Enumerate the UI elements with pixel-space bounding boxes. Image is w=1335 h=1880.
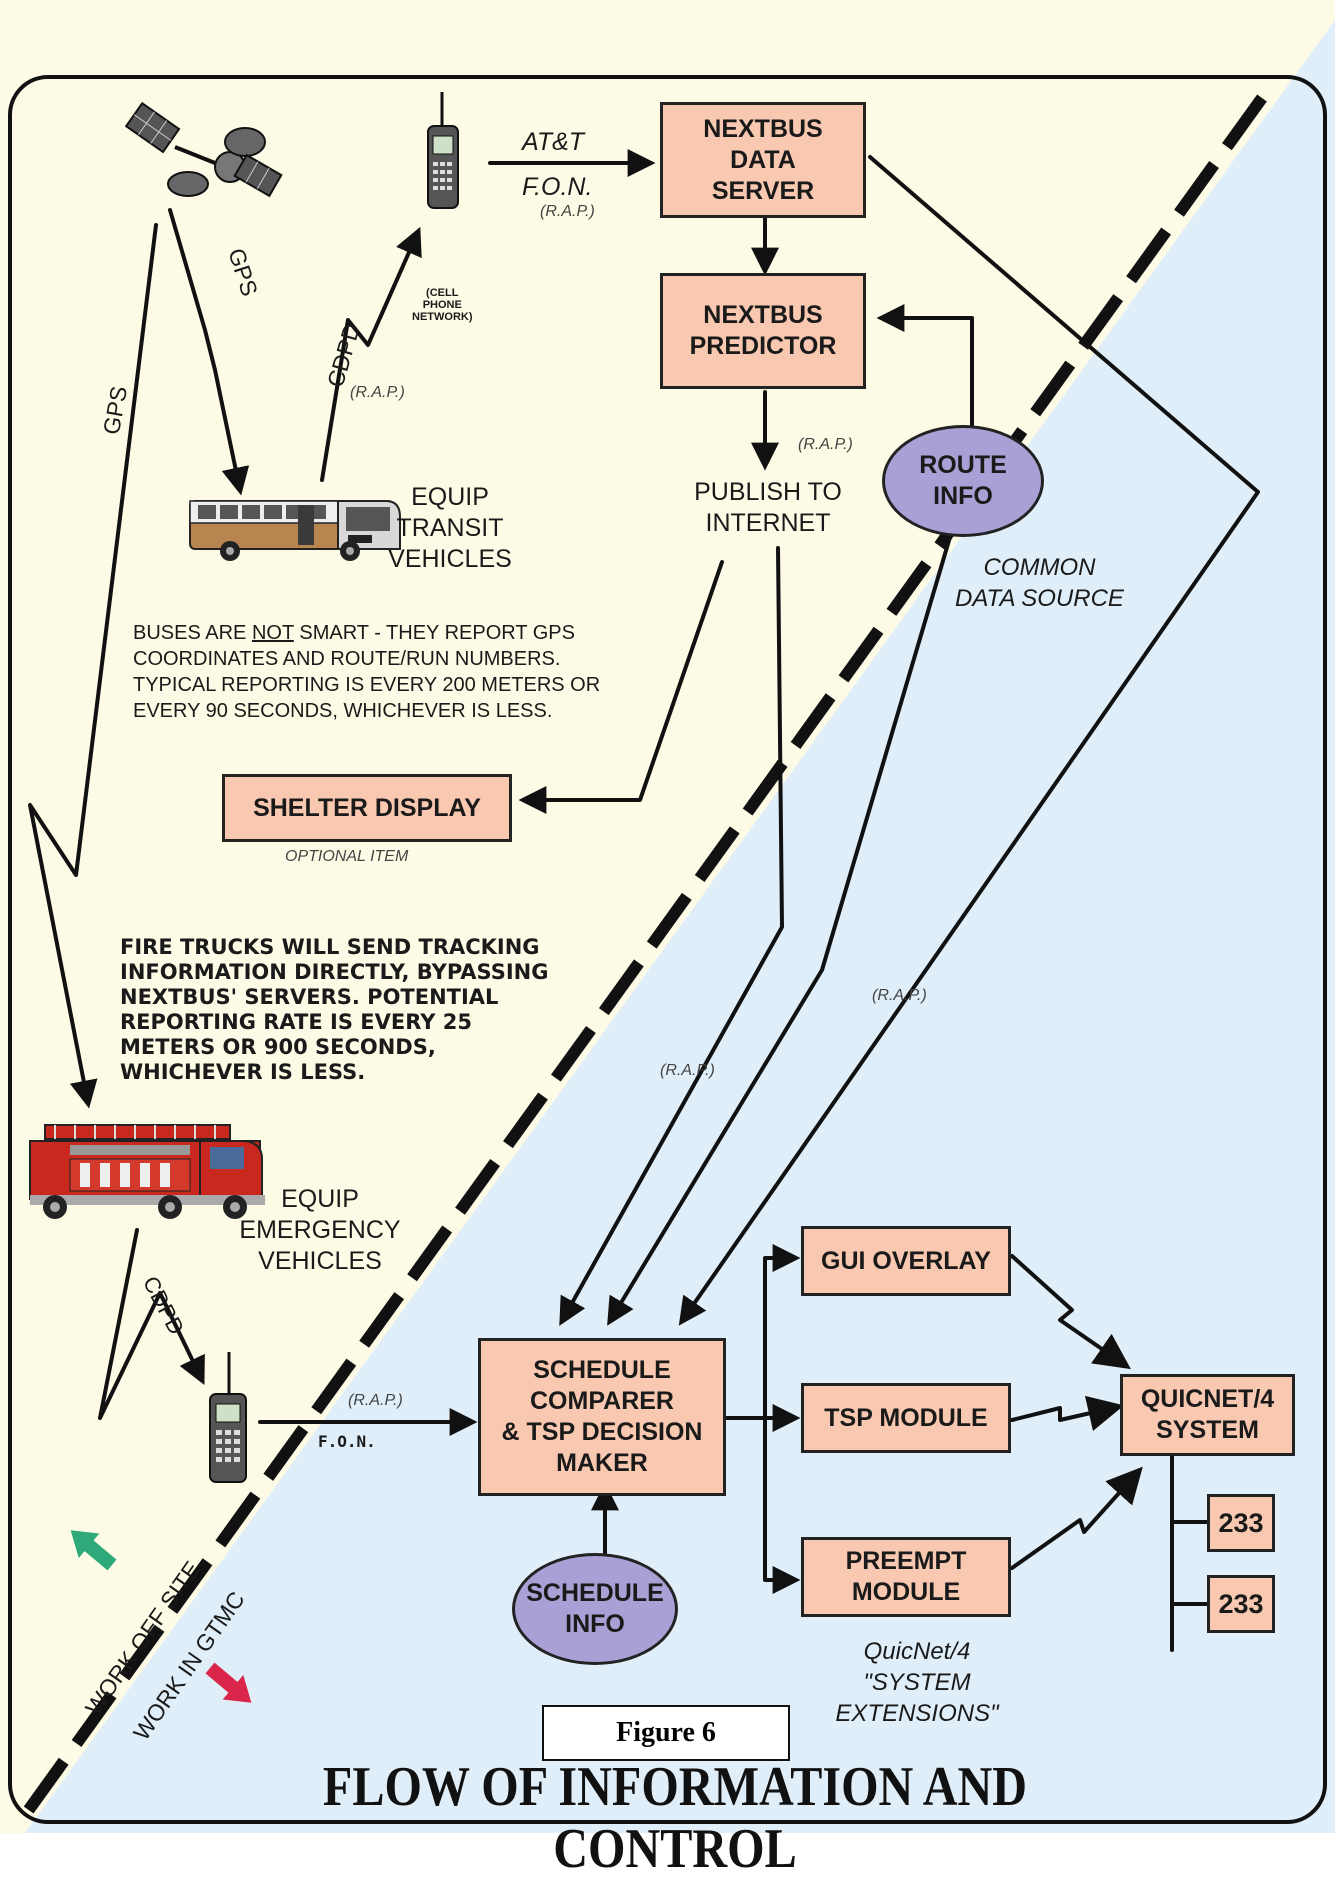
- cell-phone-icon-top: [427, 92, 459, 209]
- rap-label-publish: (R.A.P.): [660, 1062, 715, 1079]
- comparer-to-gui-arrow: [763, 1244, 801, 1420]
- route-info-oval: ROUTE INFO: [882, 425, 1044, 537]
- server-to-comparer-arrow: [678, 155, 1260, 1326]
- fire-truck-icon: [29, 1124, 265, 1219]
- buses-note-rest: SMART - THEY REPORT GPS COORDINATES AND …: [133, 622, 601, 722]
- boundary-line: [20, 94, 1267, 1819]
- cdpd-bus-link: [320, 226, 422, 482]
- shelter-display-box: SHELTER DISPLAY: [222, 774, 512, 842]
- publish-to-shelter-arrow: [518, 560, 724, 814]
- preempt-to-quicnet-link: [1010, 1466, 1143, 1570]
- buses-note: BUSES ARE NOT SMART - THEY REPORT GPS CO…: [133, 594, 600, 724]
- schedule-comparer-box: SCHEDULE COMPARER & TSP DECISION MAKER: [478, 1338, 726, 1496]
- schedule-info-oval: SCHEDULE INFO: [512, 1553, 678, 1665]
- equip-transit-label: EQUIP TRANSIT VEHICLES: [388, 483, 512, 573]
- buses-note-not: NOT: [251, 622, 294, 644]
- fon-label-bottom: F.O.N.: [318, 1432, 376, 1451]
- gps-fire-link: [28, 223, 158, 1109]
- equip-emergency-label: EQUIP EMERGENCY VEHICLES: [239, 1185, 401, 1275]
- bus-icon: [189, 500, 401, 561]
- rap-label-server: (R.A.P.): [872, 987, 927, 1004]
- cdpd-fire-link: [98, 1228, 205, 1420]
- publish-to-comparer-arrow: [559, 546, 784, 1326]
- diagram-frame: [8, 75, 1327, 1824]
- up-left-arrow: [70, 1530, 117, 1571]
- quicnet-extensions-label: QuicNet/4 "SYSTEM EXTENSIONS": [835, 1638, 999, 1727]
- att-label: AT&T: [522, 128, 585, 156]
- rap-label-cdpd: (R.A.P.): [350, 384, 405, 401]
- optional-item-label: OPTIONAL ITEM: [285, 848, 409, 865]
- fon-label-top: F.O.N.: [522, 173, 593, 201]
- nextbus-data-server-box: NEXTBUS DATA SERVER: [660, 102, 866, 218]
- publish-internet-label: PUBLISH TO INTERNET: [694, 478, 842, 537]
- satellite-icon: [124, 101, 283, 198]
- fire-truck-note: FIRE TRUCKS WILL SEND TRACKING INFORMATI…: [120, 935, 549, 1084]
- nextbus-predictor-box: NEXTBUS PREDICTOR: [660, 273, 866, 389]
- rap-label-predictor: (R.A.P.): [798, 436, 853, 453]
- tsp-to-quicnet-link: [1010, 1395, 1125, 1431]
- cell-phone-icon-bottom: [209, 1352, 247, 1483]
- buses-note-prefix: BUSES ARE: [133, 622, 252, 644]
- common-data-label: COMMON DATA SOURCE: [955, 554, 1124, 612]
- down-right-arrow: [205, 1662, 252, 1703]
- rap-label-top: (R.A.P.): [540, 203, 595, 220]
- gps-bus-link: [168, 208, 250, 496]
- route-to-comparer-arrow: [607, 535, 952, 1326]
- route-to-predictor-arrow: [876, 304, 974, 432]
- quicnet-system-box: QUICNET/4 SYSTEM: [1120, 1374, 1295, 1456]
- cell-network-label: (CELL PHONE NETWORK): [412, 287, 473, 323]
- figure-label: Figure 6: [542, 1705, 790, 1761]
- controller-box-1: 233: [1207, 1494, 1275, 1552]
- diagram-title: FLOW OF INFORMATION AND CONTROL: [322, 1756, 1028, 1880]
- preempt-module-box: PREEMPT MODULE: [801, 1537, 1011, 1617]
- rap-label-fon: (R.A.P.): [348, 1392, 403, 1409]
- gui-to-quicnet-link: [1010, 1254, 1131, 1370]
- gui-overlay-box: GUI OVERLAY: [801, 1226, 1011, 1296]
- tsp-module-box: TSP MODULE: [801, 1383, 1011, 1453]
- comparer-to-preempt-arrow: [763, 1416, 801, 1594]
- controller-box-2: 233: [1207, 1575, 1275, 1633]
